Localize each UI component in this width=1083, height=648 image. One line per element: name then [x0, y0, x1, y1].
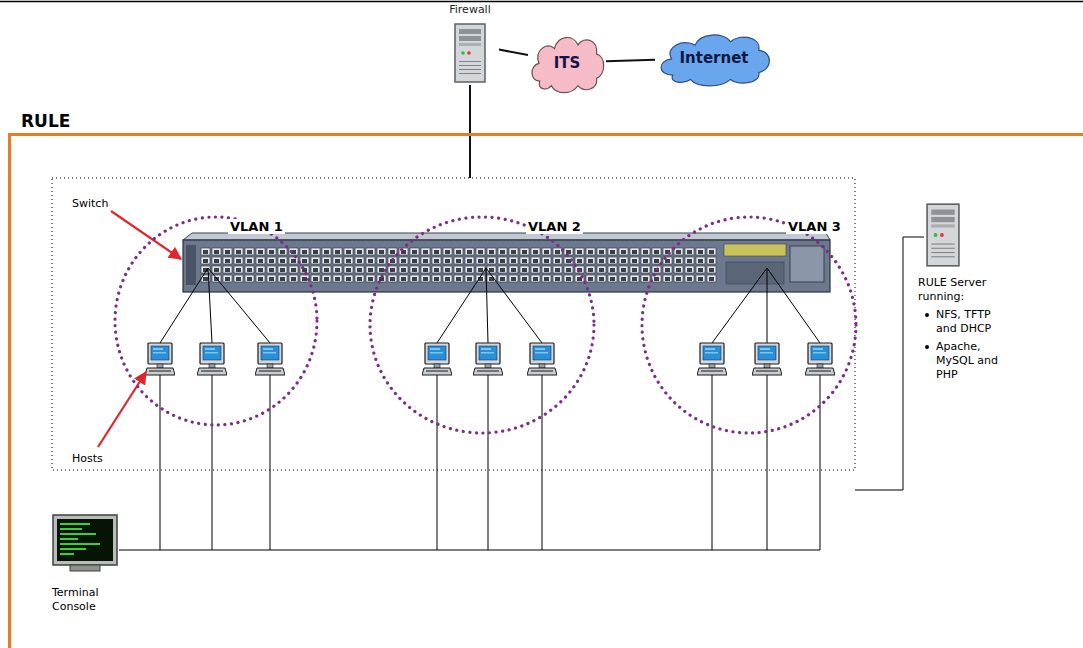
cloud-label: ITS — [554, 54, 581, 72]
console-wires — [119, 375, 820, 550]
network-link — [469, 85, 471, 133]
server-node: RULE Server running: NFS, TFTP and DHCP Ap… — [918, 198, 1043, 393]
vlan-ellipse — [115, 217, 317, 425]
switch-module — [790, 246, 824, 282]
vlan-label: VLAN 2 — [526, 219, 583, 234]
host-computer — [422, 343, 452, 375]
vlan-outline — [113, 215, 319, 427]
vlan-circle: VLAN 2 — [368, 215, 596, 435]
console-wire — [160, 375, 161, 550]
host-wire — [208, 268, 270, 343]
bullet-item: NFS, TFTP and DHCP — [918, 308, 1043, 336]
console-wire — [820, 375, 821, 550]
cloud-label: Internet — [679, 49, 748, 67]
lan-boundary — [52, 178, 855, 470]
host-computer — [145, 343, 175, 375]
top-rule — [0, 1, 1083, 3]
network-switch — [183, 233, 830, 292]
server-link — [855, 237, 924, 490]
service-list-item: Apache, MySQL and PHP — [936, 340, 1010, 382]
cloud-shape — [661, 35, 769, 86]
cloud-outline — [655, 28, 773, 88]
network-region: RULEVLAN 1VLAN 2VLAN 3RULE Server runnin… — [8, 133, 1083, 648]
switch-to-host-wires — [160, 268, 820, 343]
host-computer — [255, 343, 285, 375]
console-wire — [542, 375, 543, 550]
host-wire — [486, 268, 488, 343]
vlan-circle: VLAN 3 — [640, 215, 858, 435]
network-cloud: Internet — [655, 28, 773, 88]
console-wire — [767, 375, 768, 550]
server-heading: RULE Server running: — [918, 276, 1006, 304]
firewall-node: Firewall — [441, 3, 499, 85]
callout-label: Switch — [72, 197, 108, 211]
console-wire — [488, 375, 489, 550]
host-computer — [527, 343, 557, 375]
bullet-item: Apache, MySQL and PHP — [918, 340, 1043, 382]
bullet-dot — [925, 345, 929, 349]
host-computer — [197, 343, 227, 375]
host-wire — [767, 268, 768, 343]
cloud-outline — [528, 30, 606, 95]
bullet-dot — [925, 313, 929, 317]
switch-top — [183, 233, 830, 240]
console-wire — [712, 375, 713, 550]
host-wire — [160, 268, 208, 343]
vlan-label: VLAN 3 — [786, 219, 843, 234]
uplink-wire — [469, 133, 471, 178]
console-node: Terminal Console — [52, 514, 124, 629]
switch-front — [183, 240, 830, 292]
terminal-icon — [52, 514, 118, 572]
vlan-outline — [368, 215, 596, 435]
host-wire — [486, 268, 542, 343]
cloud-shape — [532, 38, 604, 93]
leader-arrow — [111, 211, 181, 259]
switch-led-panel — [186, 245, 196, 285]
region-heading: RULE — [21, 111, 70, 131]
host-wire — [767, 268, 820, 343]
switch-module — [726, 262, 784, 284]
callout-label: Hosts — [72, 452, 103, 466]
firewall-icon — [454, 23, 486, 83]
service-list-item: NFS, TFTP and DHCP — [936, 308, 1010, 336]
vlan-circle: VLAN 1 — [113, 215, 319, 427]
terminal-screen — [53, 515, 117, 571]
node-label: Terminal Console — [52, 586, 116, 614]
server-icon — [926, 200, 960, 270]
vlan-label: VLAN 1 — [228, 219, 285, 234]
leader-arrow — [98, 372, 146, 447]
host-computer — [473, 343, 503, 375]
node-label: Firewall — [441, 3, 499, 17]
network-link — [499, 50, 528, 56]
vlan-outline — [640, 215, 858, 435]
server-tower — [927, 204, 959, 266]
network-cloud: ITS — [528, 30, 606, 95]
network-link — [606, 60, 655, 62]
switch-ports — [200, 247, 717, 283]
server-text: RULE Server running: NFS, TFTP and DHCP Ap… — [918, 276, 1043, 382]
host-computer — [752, 343, 782, 375]
console-wire — [212, 375, 213, 550]
server-tower — [455, 24, 485, 82]
host-computer — [805, 343, 835, 375]
console-wire — [270, 375, 271, 550]
host-wire — [437, 268, 486, 343]
hosts — [145, 343, 835, 375]
console-bus — [119, 550, 820, 551]
switch-badge — [724, 244, 786, 256]
console-wire — [437, 375, 438, 550]
vlan-ellipse — [370, 217, 594, 433]
host-computer — [697, 343, 727, 375]
host-wire — [208, 268, 212, 343]
vlan-ellipse — [642, 217, 856, 433]
host-wire — [712, 268, 767, 343]
